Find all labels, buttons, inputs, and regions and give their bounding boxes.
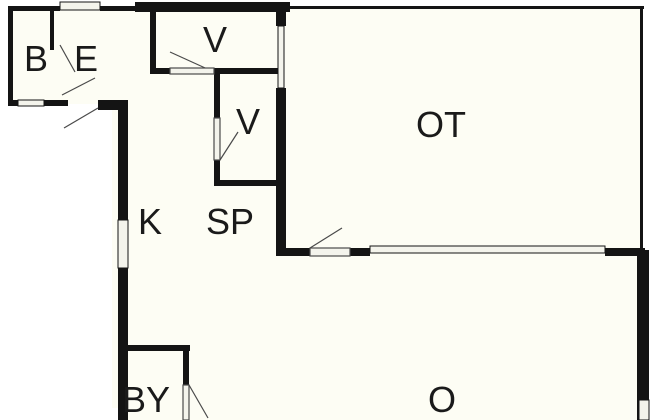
window-b xyxy=(17,99,45,107)
door-by-frame xyxy=(182,384,190,420)
room-label-b: B xyxy=(24,38,48,79)
room-label-sp: SP xyxy=(206,201,254,242)
room-label-e: E xyxy=(74,38,98,79)
door-e-upper xyxy=(61,77,96,96)
window-k xyxy=(117,219,129,269)
door-v-mid xyxy=(219,131,239,161)
walls xyxy=(8,2,649,420)
room-label-o: O xyxy=(428,379,456,420)
window-o-right xyxy=(638,399,650,420)
door-ot xyxy=(309,227,343,249)
windows xyxy=(17,1,650,420)
room-label-v-top: V xyxy=(203,19,227,60)
door-by xyxy=(188,384,209,419)
door-e xyxy=(63,107,99,129)
window-ot-bottom xyxy=(369,245,606,254)
window-central xyxy=(277,25,285,89)
door-v-mid-frame xyxy=(213,117,221,161)
room-label-v-mid: V xyxy=(236,101,260,142)
door-ot-frame xyxy=(309,247,351,257)
door-v-top-frame xyxy=(169,67,215,75)
floor-area xyxy=(12,8,642,420)
room-label-by: BY xyxy=(122,379,170,420)
doors xyxy=(59,44,351,420)
room-label-ot: OT xyxy=(416,104,466,145)
room-label-k: K xyxy=(138,201,162,242)
window-top-left xyxy=(59,1,101,11)
door-b xyxy=(59,44,76,73)
room-labels: B E V V OT K SP BY O xyxy=(24,19,466,420)
